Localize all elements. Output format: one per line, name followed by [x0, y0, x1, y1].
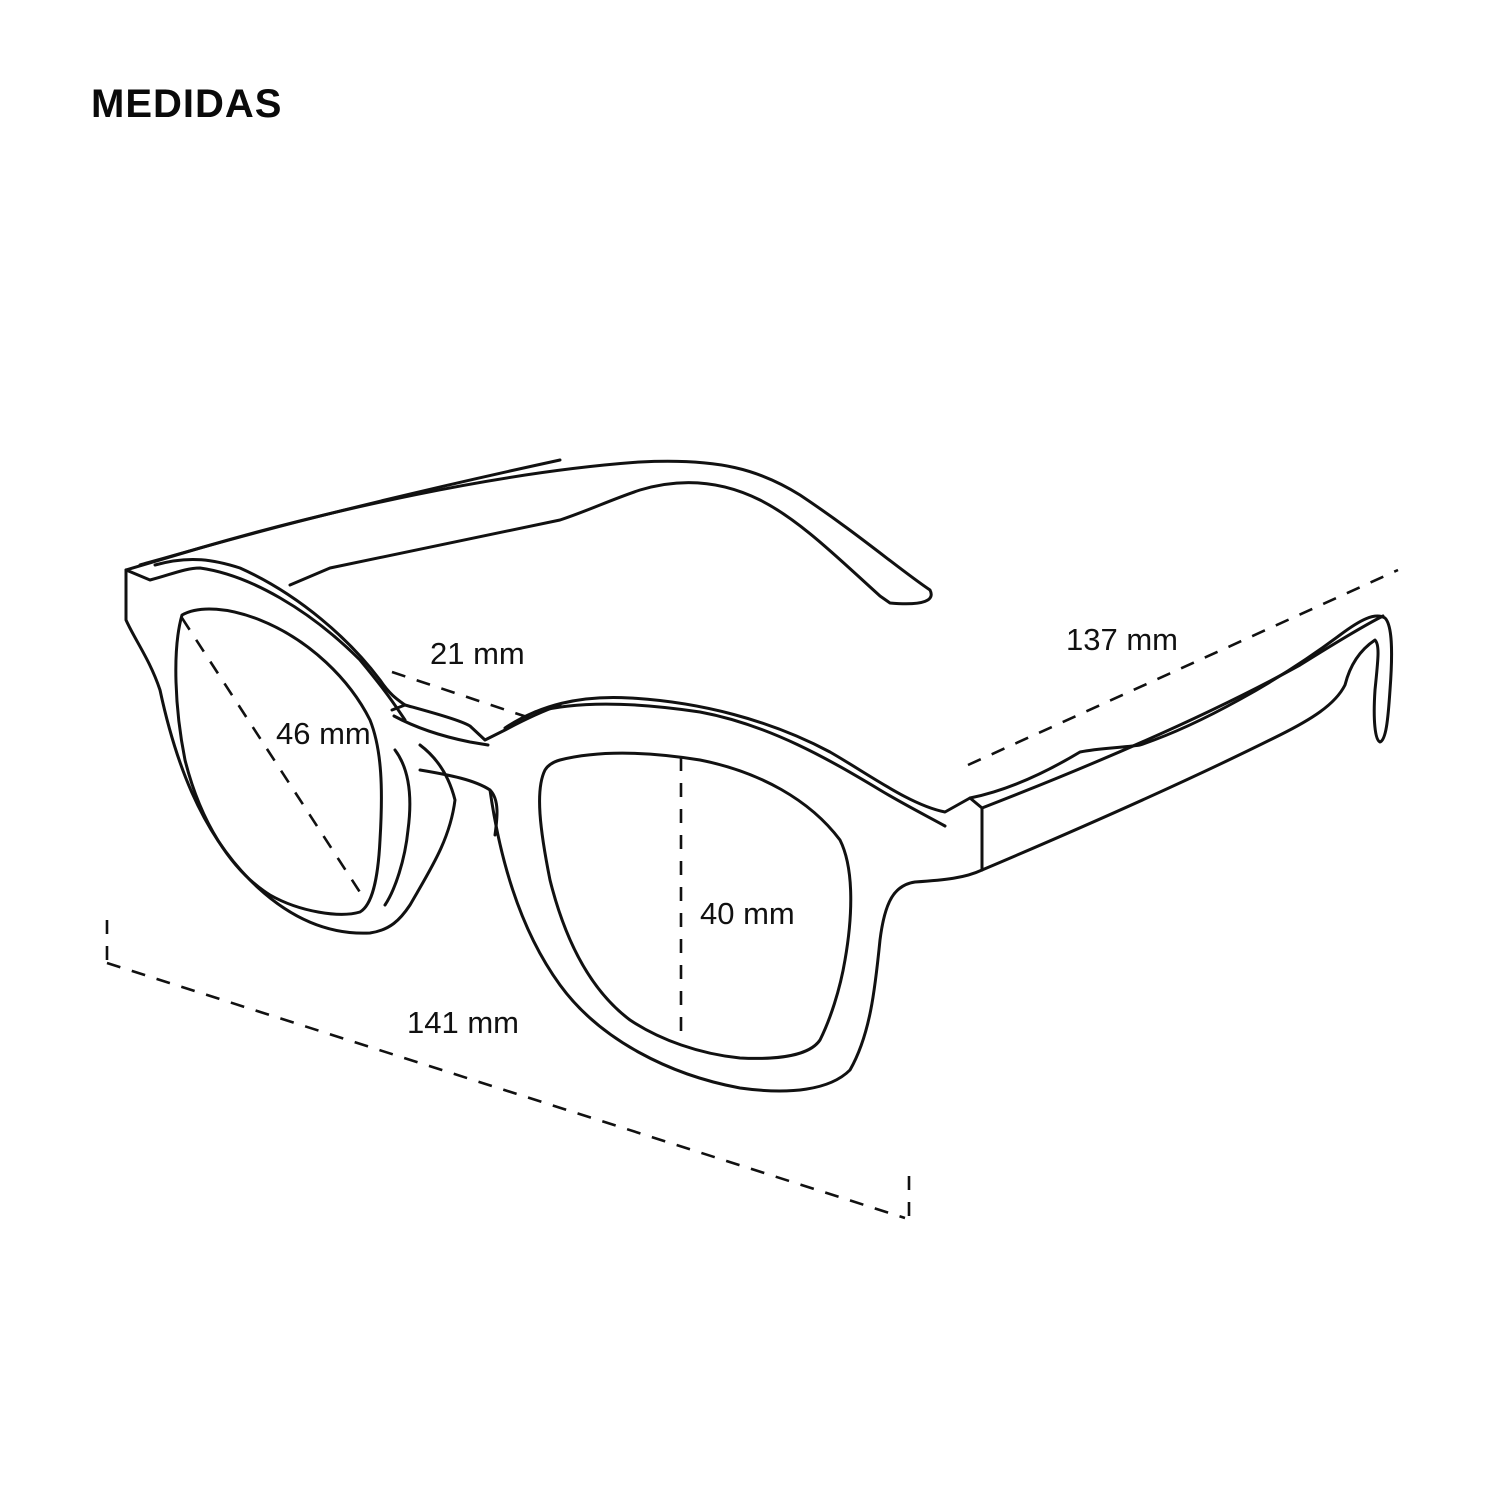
page-title: MEDIDAS	[91, 82, 283, 126]
temple-length-measurement-label: 137 mm	[1066, 622, 1178, 657]
near-temple-arm	[968, 614, 1394, 872]
total-width-line	[106, 961, 906, 1220]
total-width-measurement-label: 141 mm	[407, 1005, 519, 1040]
bridge-measurement-label: 21 mm	[430, 636, 525, 671]
lens-height-measurement-label: 40 mm	[700, 896, 795, 931]
temple-length-line	[967, 568, 1399, 767]
bridge	[390, 703, 562, 837]
far-temple-arm	[124, 458, 933, 606]
lens-width-measurement-label: 46 mm	[276, 716, 371, 751]
bridge-line	[391, 670, 531, 720]
left-lens-frame	[124, 557, 457, 935]
measurement-lines	[105, 568, 1399, 1220]
right-lens-frame	[488, 696, 984, 1093]
lens-width-line	[180, 617, 367, 901]
